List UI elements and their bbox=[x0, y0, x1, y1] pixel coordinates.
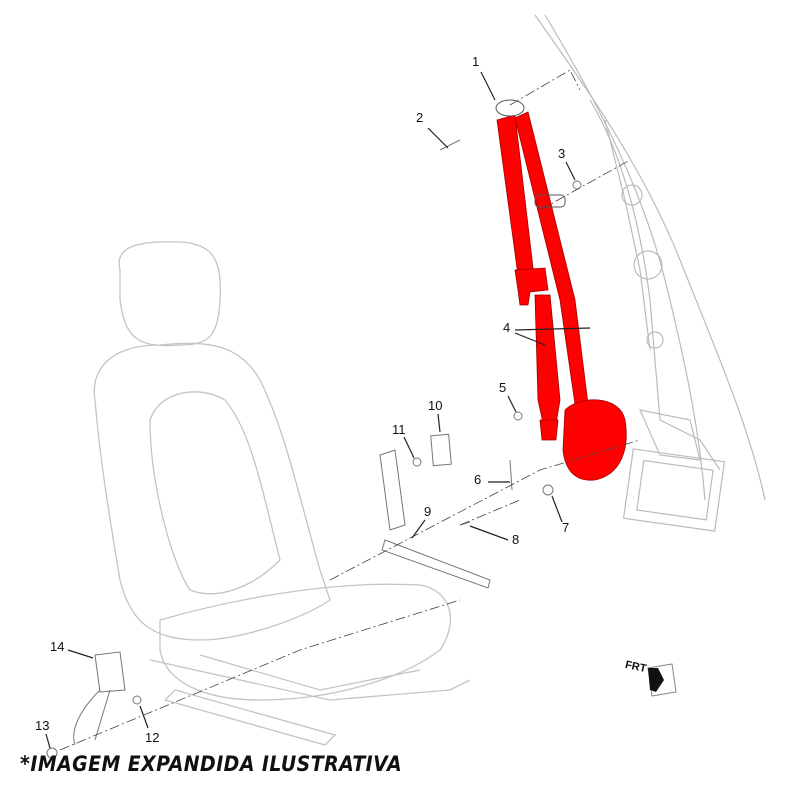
upper-anchor bbox=[495, 99, 566, 208]
small-parts bbox=[46, 139, 582, 759]
illustrative-caption: *IMAGEM EXPANDIDA ILUSTRATIVA bbox=[20, 752, 403, 776]
seat-back bbox=[93, 342, 331, 641]
callout-5: 5 bbox=[499, 380, 507, 395]
headrest bbox=[118, 241, 221, 347]
callout-8: 8 bbox=[512, 532, 520, 547]
seat-outline bbox=[93, 241, 471, 746]
callout-4: 4 bbox=[503, 320, 511, 335]
callout-2: 2 bbox=[416, 110, 424, 125]
callout-13: 13 bbox=[35, 718, 50, 733]
callout-9: 9 bbox=[424, 504, 432, 519]
inner-buckle bbox=[94, 651, 126, 693]
assembly-lines bbox=[59, 69, 641, 751]
anchor-rail bbox=[381, 539, 491, 589]
seat-rail bbox=[163, 689, 337, 746]
seat-belt-webbing bbox=[496, 111, 627, 481]
callout-6: 6 bbox=[474, 472, 482, 487]
buckle-stalk bbox=[379, 449, 406, 531]
callout-10: 10 bbox=[428, 398, 443, 413]
callout-11: 11 bbox=[392, 422, 406, 437]
callout-1: 1 bbox=[472, 54, 480, 69]
belt-retractor bbox=[562, 399, 627, 481]
callout-12: 12 bbox=[145, 730, 160, 745]
callout-7: 7 bbox=[562, 520, 570, 535]
trim-bracket bbox=[430, 433, 452, 467]
front-direction-icon bbox=[647, 663, 677, 697]
callout-3: 3 bbox=[558, 146, 566, 161]
seat-cushion bbox=[159, 583, 451, 701]
body-pillar bbox=[534, 14, 766, 532]
callout-14: 14 bbox=[50, 639, 65, 654]
leader-lines bbox=[45, 71, 591, 749]
